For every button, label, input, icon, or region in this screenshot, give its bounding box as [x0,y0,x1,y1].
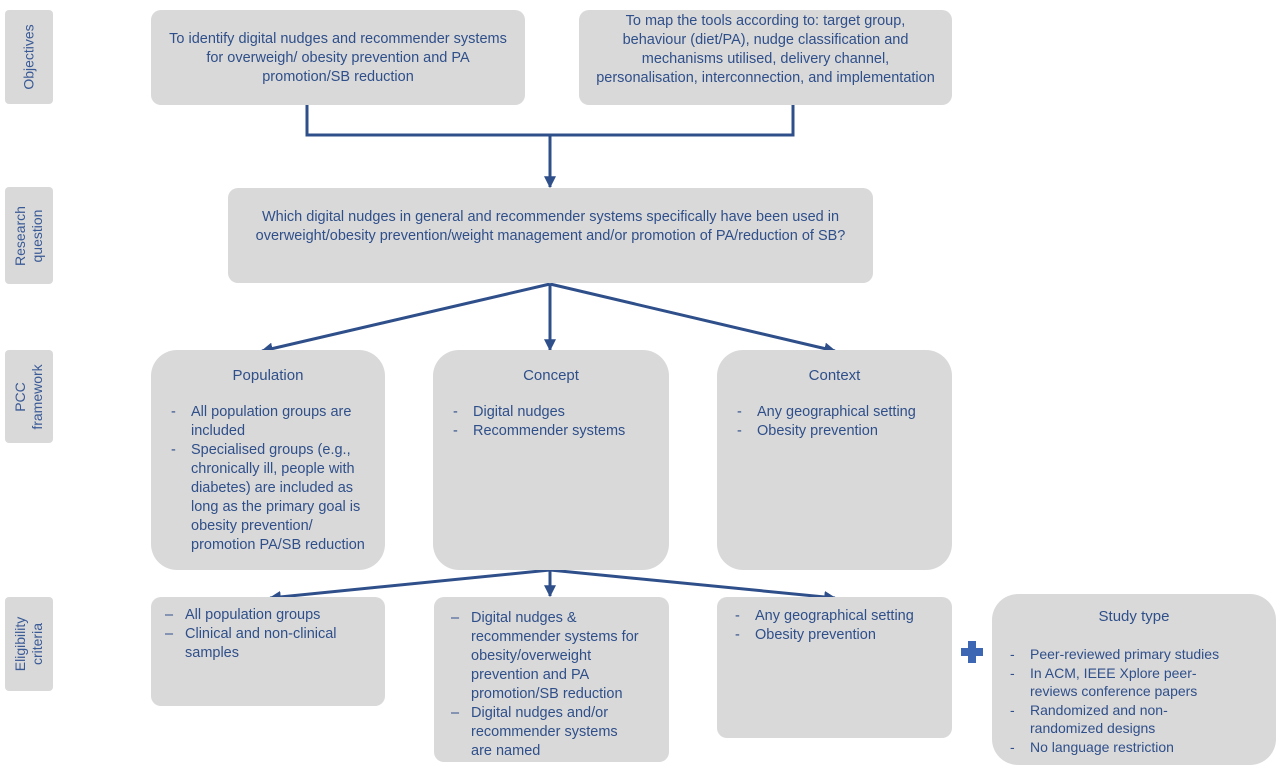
list-item: Specialised groups (e.g., chronically il… [171,441,376,555]
list-item: Any geographical setting [735,607,947,626]
list-item: No language restriction [1010,738,1240,757]
list-item: Any geographical setting [737,403,947,422]
pcc-population-list: All population groups are included Speci… [171,403,376,555]
pcc-concept-box: Concept Digital nudges Recommender syste… [433,350,669,570]
research-question-text: Which digital nudges in general and reco… [255,209,846,244]
pcc-context-title: Context [808,367,861,384]
objective-identify-text: To identify digital nudges and recommend… [169,31,507,85]
eligibility-study-type-box: Study type Peer-reviewed primary studies… [992,594,1276,765]
list-item: Digital nudges [453,403,663,422]
objectives-bracket [305,105,795,137]
list-item: Digital nudges & recommender systems for… [451,609,641,704]
eligibility-context-box: Any geographical setting Obesity prevent… [717,597,952,738]
arrow-to-population [260,282,551,355]
pcc-context-list: Any geographical setting Obesity prevent… [737,403,947,441]
eligibility-context-list: Any geographical setting Obesity prevent… [735,607,947,645]
arrow-to-eligibility-context [549,568,837,603]
research-question-box: Which digital nudges in general and reco… [228,188,873,283]
arrow-to-eligibility-population [268,568,551,603]
list-item: All population groups [165,606,375,625]
pcc-concept-title: Concept [523,367,579,384]
list-item: Randomized and non-randomized designs [1010,701,1240,738]
list-item: All population groups are included [171,403,376,441]
objective-map-text: To map the tools according to: target gr… [596,13,935,86]
pcc-context-box: Context Any geographical setting Obesity… [717,350,952,570]
plus-icon [961,641,983,663]
objective-map-box: To map the tools according to: target gr… [579,10,952,105]
row-label-research-question: Research question [5,187,53,284]
list-item: Peer-reviewed primary studies [1010,645,1240,664]
objective-identify-box: To identify digital nudges and recommend… [151,10,525,105]
study-type-list: Peer-reviewed primary studies In ACM, IE… [1010,645,1240,756]
pcc-population-title: Population [232,367,304,384]
list-item: Clinical and non-clinical samples [165,625,375,663]
list-item: Recommender systems [453,422,663,441]
pcc-population-box: Population All population groups are inc… [151,350,385,570]
list-item: Digital nudges and/or recommender system… [451,704,641,761]
eligibility-concept-list: Digital nudges & recommender systems for… [451,609,641,761]
row-label-pcc-framework: PCC framework [5,350,53,443]
row-label-eligibility-criteria: Eligibility criteria [5,597,53,691]
list-item: Obesity prevention [737,422,947,441]
list-item: In ACM, IEEE Xplore peer-reviews confere… [1010,664,1240,701]
eligibility-concept-box: Digital nudges & recommender systems for… [434,597,669,762]
eligibility-population-box: All population groups Clinical and non-c… [151,597,385,706]
row-label-objectives: Objectives [5,10,53,104]
arrow-to-context [549,282,837,355]
list-item: Obesity prevention [735,626,947,645]
eligibility-population-list: All population groups Clinical and non-c… [165,606,375,663]
pcc-concept-list: Digital nudges Recommender systems [453,403,663,441]
study-type-title: Study type [1098,608,1170,625]
